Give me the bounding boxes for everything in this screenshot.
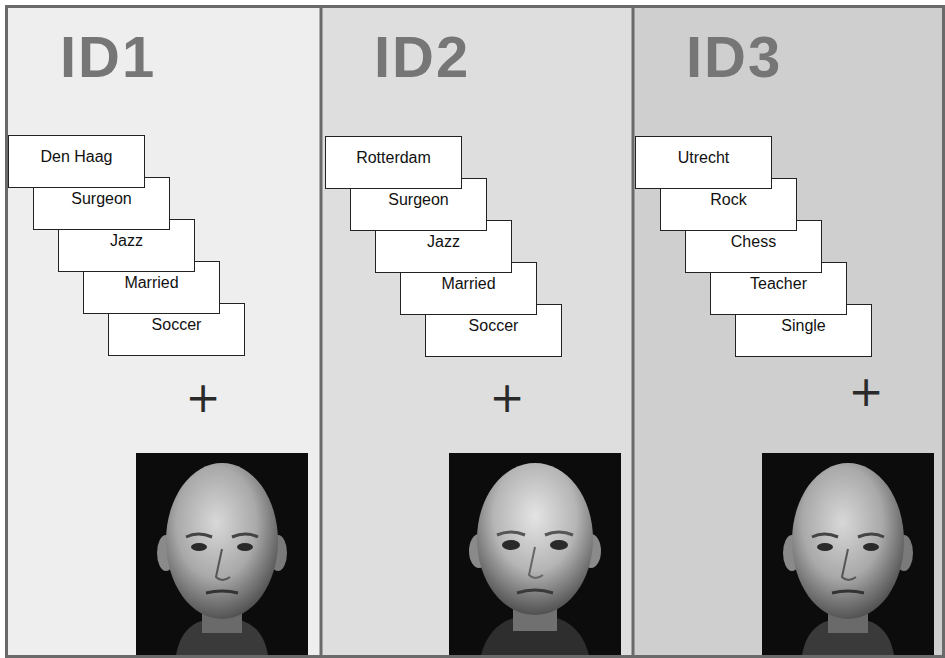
info-card: Rotterdam (325, 136, 462, 189)
identity-panel: ID3UtrechtRockChessTeacherSingle (634, 8, 942, 655)
panel-heading: ID1 (60, 24, 156, 90)
panel-heading: ID2 (374, 24, 470, 90)
panel-heading: ID3 (686, 24, 782, 90)
fixation-cross: + (848, 371, 883, 413)
fixation-cross: + (489, 377, 524, 419)
card-label: Rotterdam (326, 137, 461, 168)
identity-panel: ID2RotterdamSurgeonJazzMarriedSoccer (322, 8, 632, 655)
info-card: Utrecht (635, 136, 772, 189)
card-label: Utrecht (636, 137, 771, 168)
card-label: Den Haag (9, 136, 144, 167)
info-card: Den Haag (8, 135, 145, 188)
identity-panel: ID1Den HaagSurgeonJazzMarriedSoccer (8, 8, 320, 655)
fixation-cross: + (185, 377, 220, 419)
